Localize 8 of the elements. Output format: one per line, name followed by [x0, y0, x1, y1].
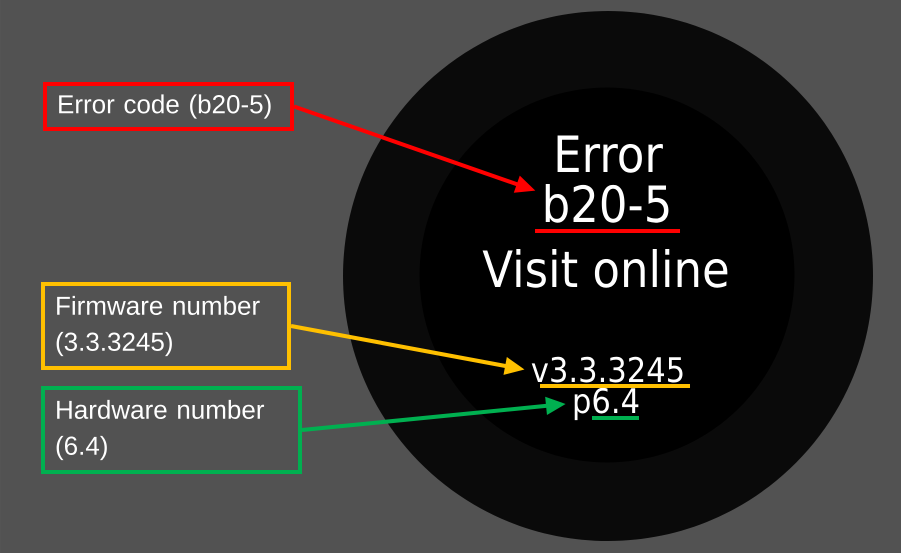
- callout-box: Hardware number (6.4): [41, 386, 302, 474]
- callout-box: Error code (b20-5): [43, 82, 294, 131]
- heading: Error: [558, 136, 663, 173]
- callout-box: Firmware number (3.3.3245): [41, 282, 291, 370]
- error-code: b20-5: [546, 184, 668, 223]
- firmware-version: v3.3.3245: [532, 356, 682, 382]
- message-text: Visit online: [482, 249, 728, 288]
- hardware-version: p6.4: [574, 388, 638, 420]
